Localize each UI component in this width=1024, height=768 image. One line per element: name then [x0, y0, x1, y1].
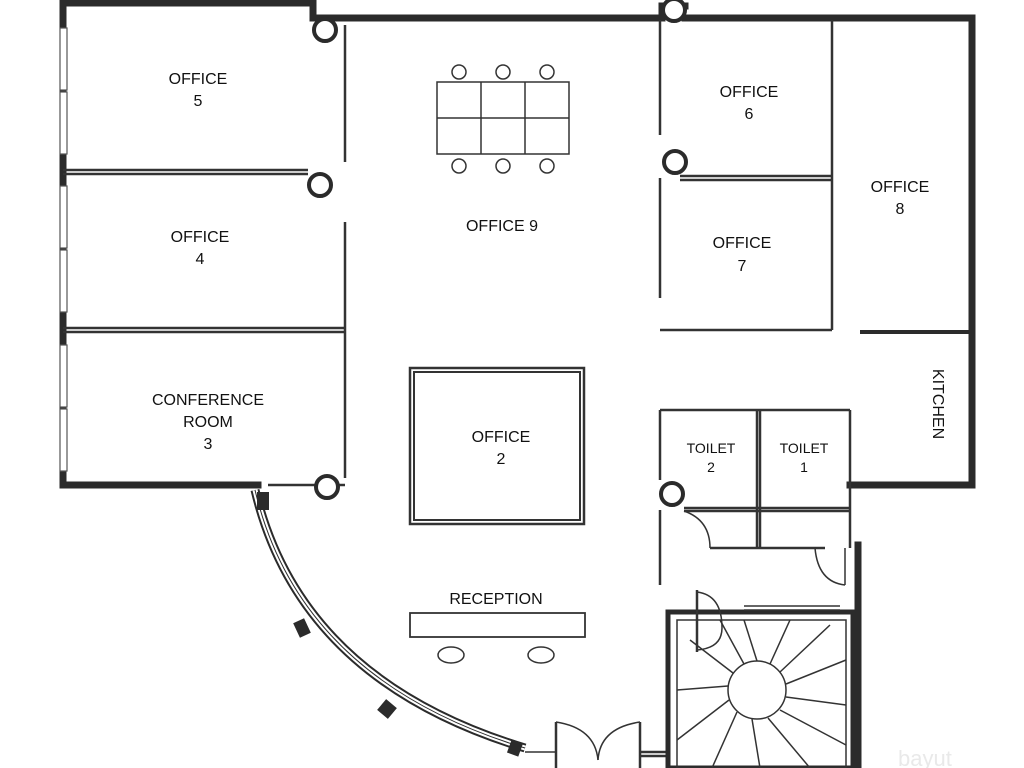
office-5-number: 5 [194, 93, 203, 110]
conference-room-number: 3 [204, 436, 213, 453]
entrance-doors [554, 721, 668, 768]
toilet-1-label: TOILET [780, 440, 829, 456]
office-2-label: OFFICE [472, 429, 531, 446]
room-labels: OFFICE 5 OFFICE 4 CONFERENCE ROOM 3 OFFI… [152, 71, 946, 608]
interior-walls-left [63, 17, 347, 500]
office-4-label: OFFICE [171, 229, 230, 246]
conference-room-label-2: ROOM [183, 414, 233, 431]
office-8-number: 8 [896, 201, 905, 218]
reception-desk [409, 612, 586, 664]
office-6-label: OFFICE [720, 84, 779, 101]
spiral-staircase [665, 590, 856, 768]
toilet-1-number: 1 [800, 459, 808, 475]
office-6-number: 6 [745, 106, 754, 123]
office-2-number: 2 [497, 451, 506, 468]
office-4-number: 4 [196, 251, 205, 268]
left-windows [59, 27, 68, 472]
office-7-label: OFFICE [713, 235, 772, 252]
watermark-text: bayut [898, 746, 952, 768]
office-5-label: OFFICE [169, 71, 228, 88]
interior-walls-right [658, 0, 974, 334]
office-7-number: 7 [738, 258, 747, 275]
kitchen-label: KITCHEN [929, 369, 946, 439]
conference-table [436, 64, 570, 174]
toilet-block [658, 408, 852, 586]
office-9-label: OFFICE 9 [466, 218, 538, 235]
office-2-box [408, 366, 586, 526]
toilet-2-number: 2 [707, 459, 715, 475]
toilet-2-label: TOILET [687, 440, 736, 456]
curved-glass-wall [250, 488, 555, 757]
reception-label: RECEPTION [449, 591, 542, 608]
office-8-label: OFFICE [871, 179, 930, 196]
conference-room-label: CONFERENCE [152, 392, 264, 409]
